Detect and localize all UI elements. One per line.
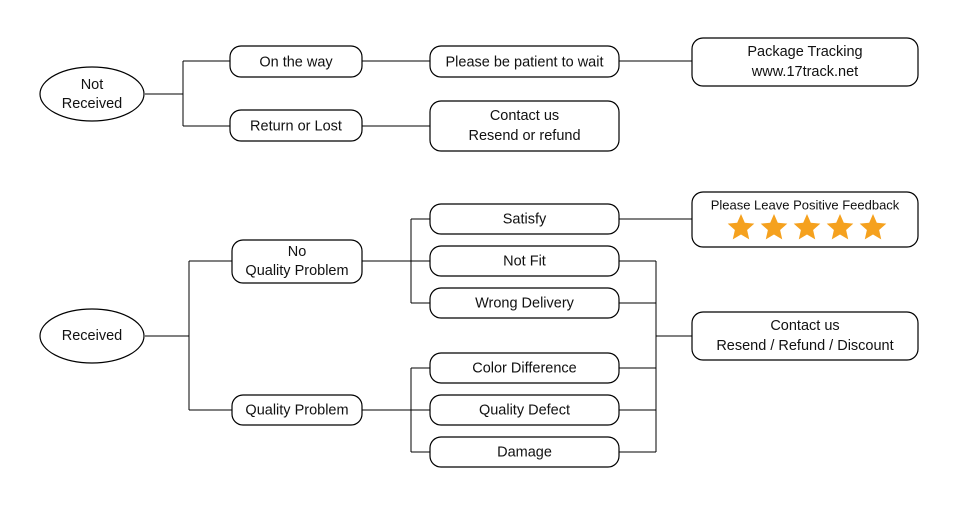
received-ellipse <box>39 308 145 364</box>
star-icon[interactable] <box>760 214 788 240</box>
received-label: Received <box>62 328 122 344</box>
quality-problem-box <box>231 394 363 426</box>
not-fit-label: Not Fit <box>503 253 546 269</box>
node-package-tracking[interactable]: Package Tracking www.17track.net <box>691 37 919 87</box>
contact-discount-box <box>691 311 919 361</box>
damage-box <box>429 436 620 468</box>
quality-defect-box <box>429 394 620 426</box>
color-difference-box <box>429 352 620 384</box>
node-return-or-lost[interactable]: Return or Lost <box>229 109 363 142</box>
node-satisfy[interactable]: Satisfy <box>429 203 620 235</box>
node-quality-defect[interactable]: Quality Defect <box>429 394 620 426</box>
package-tracking-line1: Package Tracking <box>747 44 862 60</box>
star-rating[interactable] <box>727 214 887 240</box>
node-please-be-patient[interactable]: Please be patient to wait <box>429 45 620 78</box>
not-received-connectors <box>145 60 692 127</box>
quality-problem-label: Quality Problem <box>245 402 348 418</box>
node-on-the-way[interactable]: On the way <box>229 45 363 78</box>
contact-resend-refund-line2: Resend or refund <box>468 128 580 144</box>
node-positive-feedback[interactable]: Please Leave Positive Feedback <box>691 191 919 248</box>
received-connectors <box>145 218 692 453</box>
star-icon[interactable] <box>727 214 755 240</box>
on-the-way-label: On the way <box>259 54 333 70</box>
node-not-received[interactable]: Not Received <box>39 66 145 122</box>
satisfy-box <box>429 203 620 235</box>
node-no-quality-problem[interactable]: No Quality Problem <box>231 239 363 284</box>
node-damage[interactable]: Damage <box>429 436 620 468</box>
node-contact-resend-refund-discount[interactable]: Contact us Resend / Refund / Discount <box>691 311 919 361</box>
quality-defect-label: Quality Defect <box>479 402 570 418</box>
positive-feedback-label: Please Leave Positive Feedback <box>711 197 900 212</box>
star-icon[interactable] <box>859 214 887 240</box>
not-received-label-line1: Not <box>81 77 104 93</box>
no-quality-problem-line1: No <box>288 244 307 260</box>
return-or-lost-box <box>229 109 363 142</box>
color-difference-label: Color Difference <box>472 360 577 376</box>
not-received-label-line2: Received <box>62 96 122 112</box>
return-or-lost-label: Return or Lost <box>250 118 342 134</box>
contact-resend-refund-box <box>429 100 620 152</box>
wrong-delivery-label: Wrong Delivery <box>475 295 575 311</box>
please-be-patient-box <box>429 45 620 78</box>
on-the-way-box <box>229 45 363 78</box>
contact-resend-refund-line1: Contact us <box>490 108 559 124</box>
node-not-fit[interactable]: Not Fit <box>429 245 620 277</box>
wrong-delivery-box <box>429 287 620 319</box>
star-icon[interactable] <box>826 214 854 240</box>
contact-discount-line1: Contact us <box>770 318 839 334</box>
no-quality-problem-box <box>231 239 363 284</box>
star-icon[interactable] <box>793 214 821 240</box>
node-wrong-delivery[interactable]: Wrong Delivery <box>429 287 620 319</box>
node-contact-resend-refund[interactable]: Contact us Resend or refund <box>429 100 620 152</box>
satisfy-label: Satisfy <box>503 211 547 227</box>
no-quality-problem-line2: Quality Problem <box>245 263 348 279</box>
damage-label: Damage <box>497 444 552 460</box>
node-received[interactable]: Received <box>39 308 145 364</box>
package-tracking-box <box>691 37 919 87</box>
please-be-patient-label: Please be patient to wait <box>446 54 604 70</box>
package-tracking-line2: www.17track.net <box>751 64 858 80</box>
not-received-ellipse <box>39 66 145 122</box>
not-fit-box <box>429 245 620 277</box>
node-color-difference[interactable]: Color Difference <box>429 352 620 384</box>
node-quality-problem[interactable]: Quality Problem <box>231 394 363 426</box>
contact-discount-line2: Resend / Refund / Discount <box>716 338 893 354</box>
